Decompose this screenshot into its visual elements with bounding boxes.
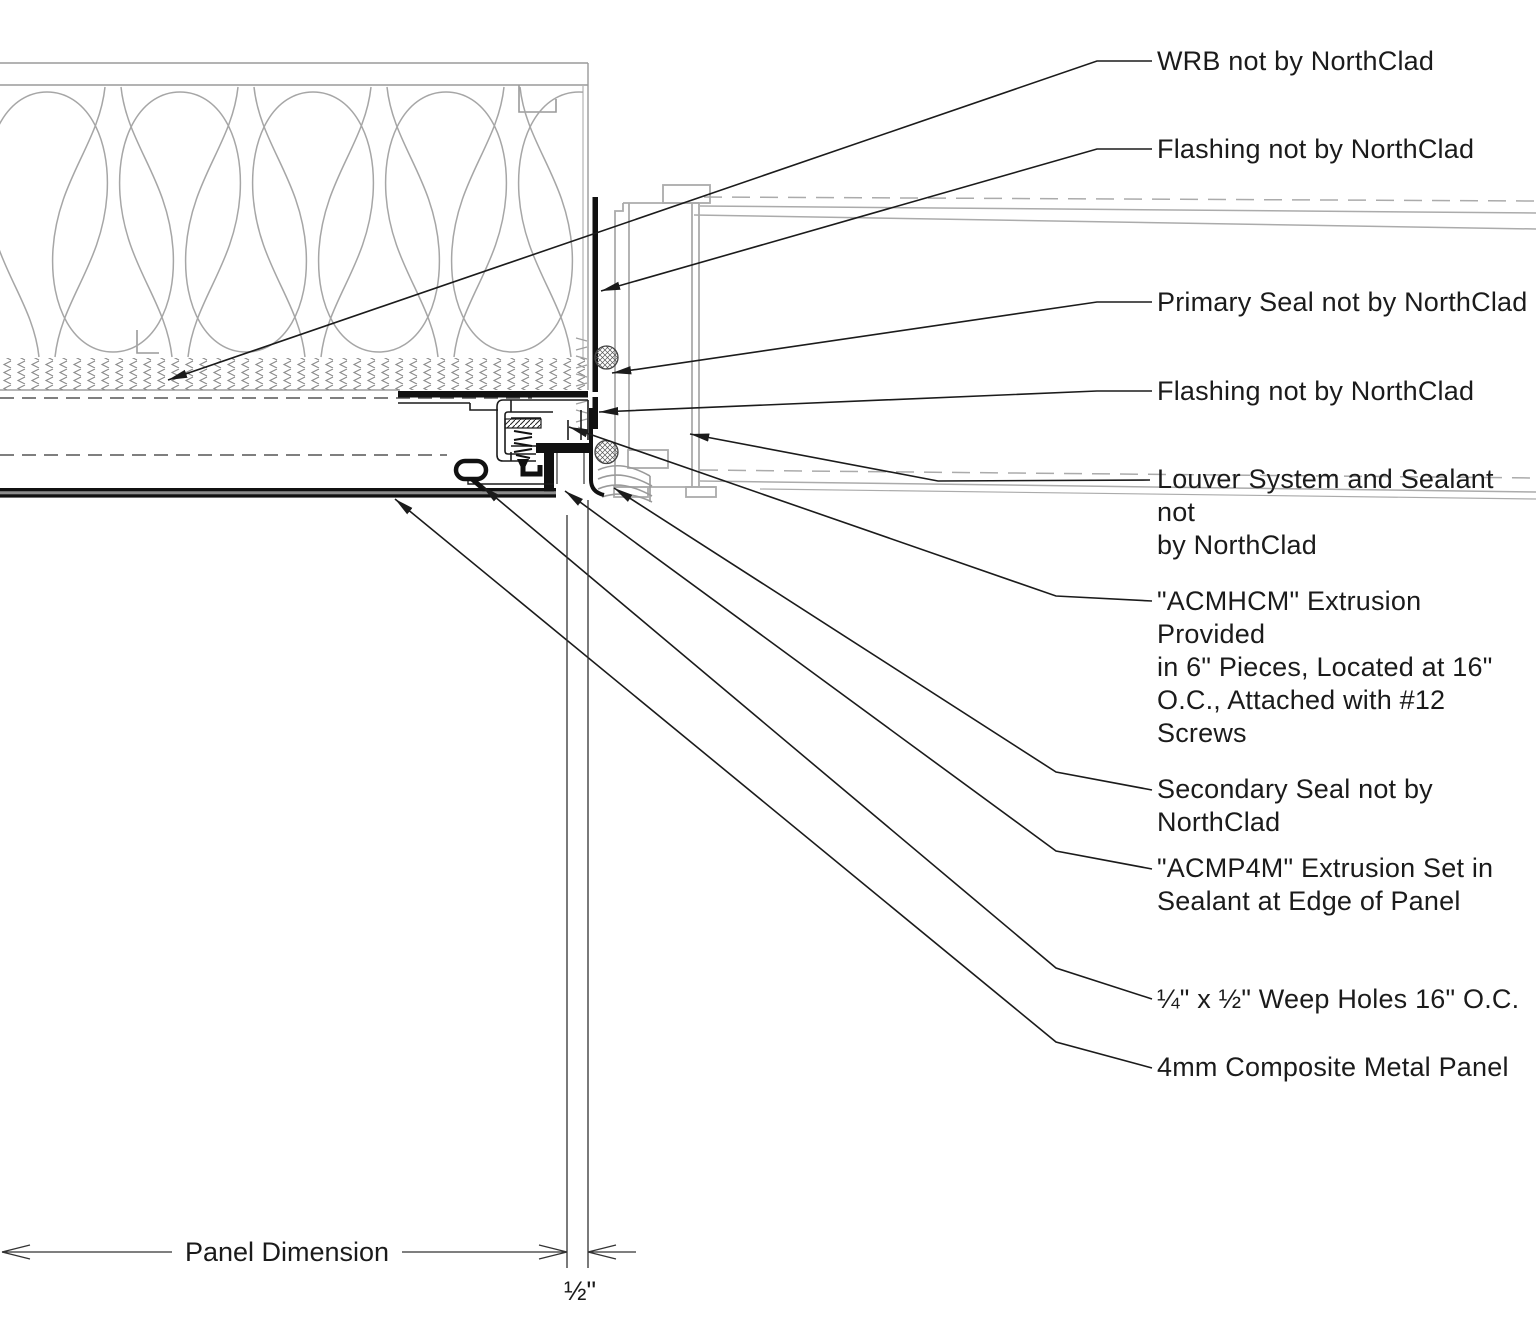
leader-secondary-seal xyxy=(613,487,1153,791)
leader-flashing-top xyxy=(600,148,1152,292)
wall-section xyxy=(0,62,589,391)
leader-acmhcm xyxy=(568,426,1153,602)
hidden-lines xyxy=(0,397,532,456)
secondary-seal-backer-rod xyxy=(594,439,619,465)
callout-louver: Louver System and Sealant not by NorthCl… xyxy=(1157,464,1494,560)
callout-wrb: WRB not by NorthClad xyxy=(1157,46,1435,76)
flashing-lower-strip xyxy=(589,408,605,497)
callout-panel: 4mm Composite Metal Panel xyxy=(1157,1052,1509,1082)
wall-clip-left xyxy=(136,330,159,354)
leader-louver xyxy=(689,433,1151,482)
wrb-sheathing-band xyxy=(0,358,585,390)
leader-primary-seal xyxy=(611,301,1152,375)
primary-seal-backer-rod xyxy=(594,345,619,370)
wall-clip-top xyxy=(518,85,557,113)
leader-wrb xyxy=(167,60,1152,381)
weep-hole-symbol xyxy=(453,458,489,494)
callout-flashing-top: Flashing not by NorthClad xyxy=(1157,134,1475,164)
batt-insulation-pattern xyxy=(0,86,583,358)
callout-flashing-mid: Flashing not by NorthClad xyxy=(1157,376,1475,406)
leader-lines xyxy=(167,60,1153,1069)
edge-gap-dimension-label: ½" xyxy=(563,1276,597,1306)
leader-weep-holes xyxy=(481,485,1153,1000)
composite-metal-panel xyxy=(0,488,556,498)
acmhcm-extrusion xyxy=(398,399,589,462)
secondary-sealant-profile xyxy=(597,464,653,503)
callout-secondary-seal: Secondary Seal not by NorthClad xyxy=(1157,774,1433,837)
leader-panel xyxy=(394,498,1153,1069)
callout-acmp4m: "ACMP4M" Extrusion Set in Sealant at Edg… xyxy=(1157,853,1494,916)
callout-primary-seal: Primary Seal not by NorthClad xyxy=(1157,287,1528,317)
leader-flashing-mid xyxy=(598,390,1152,416)
dimension-graphics xyxy=(1,500,636,1268)
louver-system xyxy=(613,184,1536,500)
leader-acmp4m xyxy=(564,490,1153,870)
callout-acmhcm: "ACMHCM" Extrusion Provided in 6" Pieces… xyxy=(1157,586,1493,748)
callout-weep-holes: ¼" x ½" Weep Holes 16" O.C. xyxy=(1157,984,1520,1014)
panel-dimension-label: Panel Dimension xyxy=(184,1237,390,1267)
flashing-horizontal xyxy=(398,391,588,398)
flashing-vertical xyxy=(592,197,598,429)
